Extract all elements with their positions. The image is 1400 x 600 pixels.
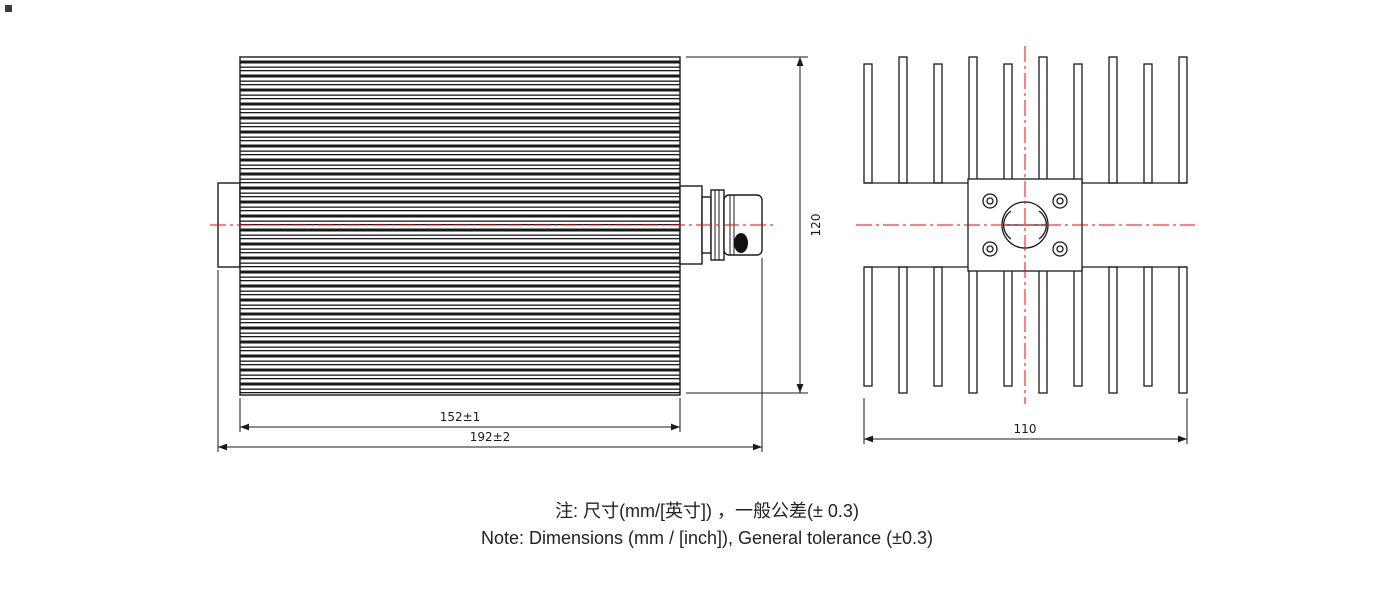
fin — [1178, 56, 1188, 184]
fin — [1143, 63, 1153, 184]
dimension-body-length-label: 152±1 — [440, 410, 481, 424]
fin — [1038, 56, 1048, 184]
dimension-overall-length-group: 192±2 — [217, 258, 763, 452]
bolt-hole-inner — [986, 245, 994, 253]
dimension-height-group: 120 — [686, 56, 823, 394]
dimension-end-width-group: 110 — [863, 398, 1188, 444]
fin — [968, 266, 978, 394]
fin — [933, 266, 943, 387]
fin — [1003, 63, 1013, 184]
fin — [1108, 56, 1118, 184]
side-view — [217, 56, 763, 396]
connector-port — [734, 233, 748, 253]
fin — [933, 63, 943, 184]
centerlines — [210, 46, 1195, 404]
end-view — [863, 56, 1188, 394]
fin — [1178, 266, 1188, 394]
bolt-hole-inner — [986, 197, 994, 205]
note-line-zh: 注: 尺寸(mm/[英寸]) ，一般公差(± 0.3) — [555, 501, 859, 521]
dimension-body-length-group: 152±1 — [239, 398, 681, 432]
fin — [1143, 266, 1153, 387]
fin — [1108, 266, 1118, 394]
fin — [1003, 266, 1013, 387]
heatsink-body-side — [239, 56, 681, 396]
bolt-hole-inner — [1056, 197, 1064, 205]
dimension-overall-length-label: 192±2 — [470, 430, 511, 444]
fin — [898, 266, 908, 394]
note-line-en: Note: Dimensions (mm / [inch]), General … — [481, 528, 933, 548]
fin — [1038, 266, 1048, 394]
fin — [863, 63, 873, 184]
fin — [863, 266, 873, 387]
fin — [1073, 266, 1083, 387]
fin — [1073, 63, 1083, 184]
dimension-height-label: 120 — [809, 214, 823, 237]
fin — [968, 56, 978, 184]
dimension-end-width-label: 110 — [1014, 422, 1037, 436]
fin — [898, 56, 908, 184]
bolt-hole-inner — [1056, 245, 1064, 253]
page-corner-artifact — [5, 5, 12, 12]
